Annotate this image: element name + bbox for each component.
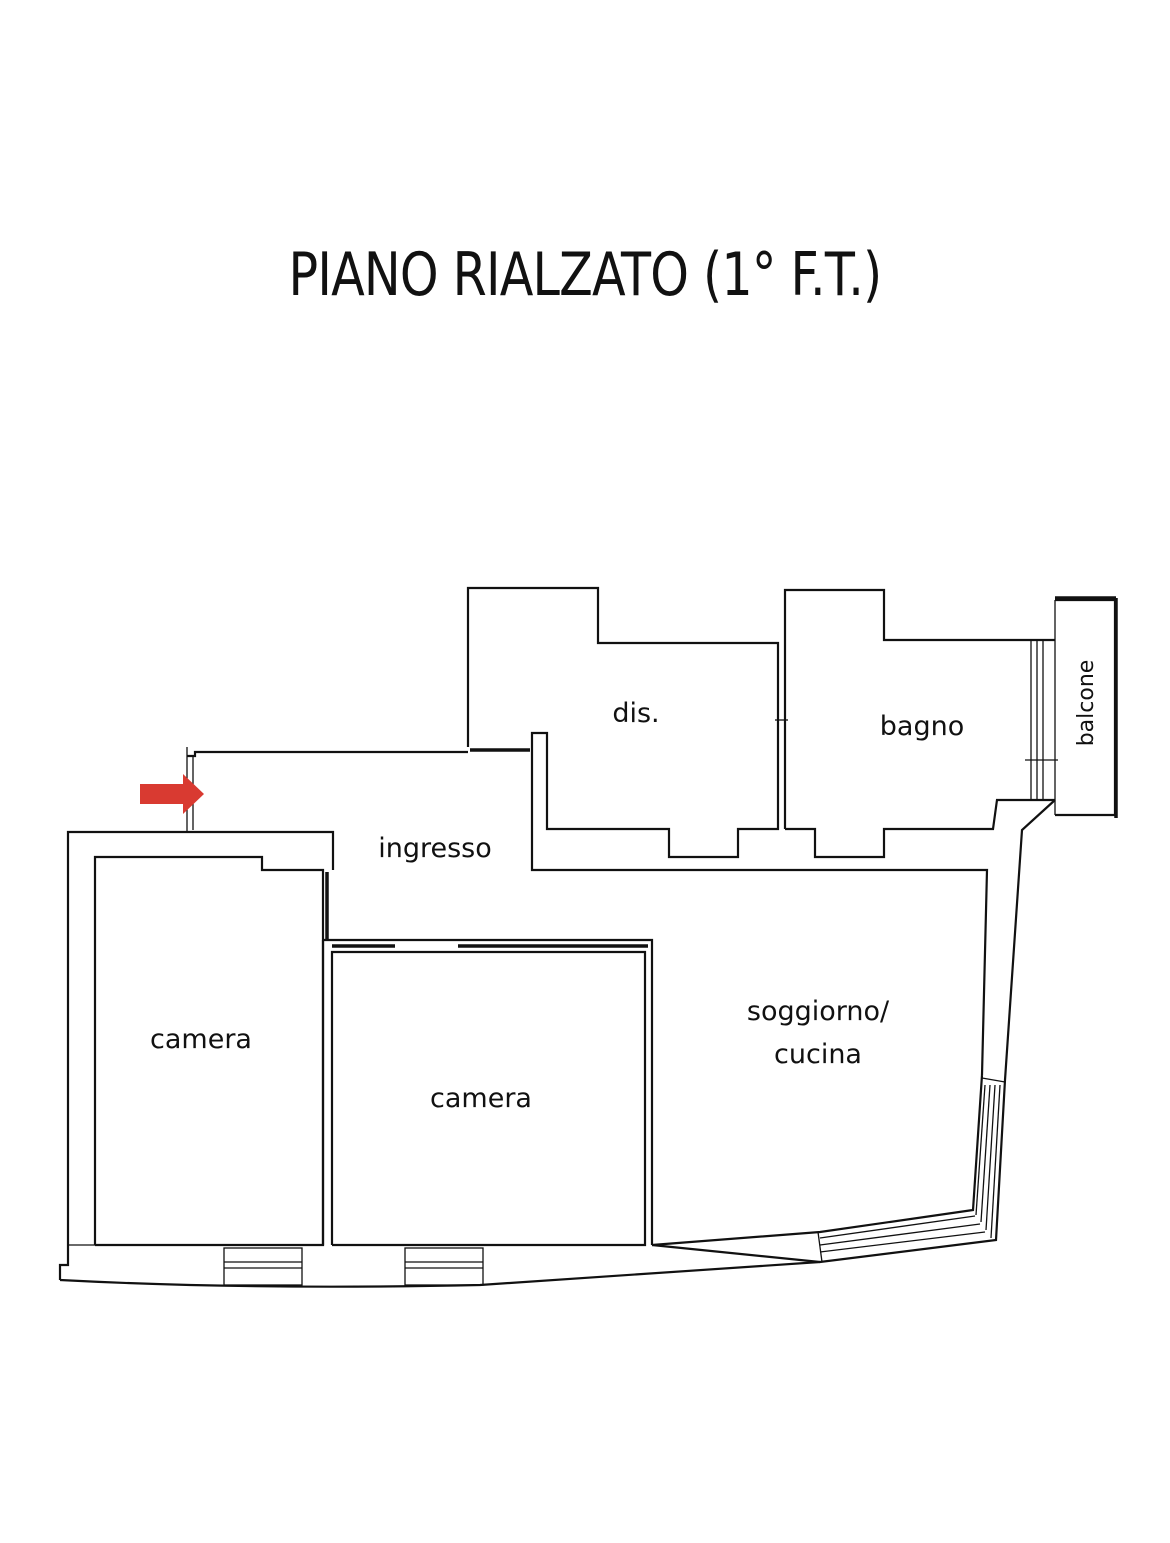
label-soggiorno: soggiorno/ — [747, 996, 890, 1027]
camera-left-walls — [58, 830, 329, 1280]
bottom-facade — [59, 1244, 821, 1288]
arrow-right-icon — [140, 774, 204, 814]
label-ingresso: ingresso — [378, 833, 492, 864]
label-dis: dis. — [612, 698, 659, 729]
plan-title: PIANO RIALZATO (1° F.T.) — [288, 240, 883, 310]
label-cucina: cucina — [774, 1039, 862, 1070]
label-balcone: balcone — [1074, 660, 1099, 747]
label-camera-center: camera — [430, 1083, 532, 1114]
label-camera-left: camera — [150, 1024, 252, 1055]
upper-wing-walls — [466, 586, 1055, 1076]
soggiorno-walls — [651, 799, 1056, 1264]
balcone-walls — [1025, 596, 1118, 818]
camera-center-walls — [321, 938, 654, 1247]
label-bagno: bagno — [880, 711, 964, 742]
